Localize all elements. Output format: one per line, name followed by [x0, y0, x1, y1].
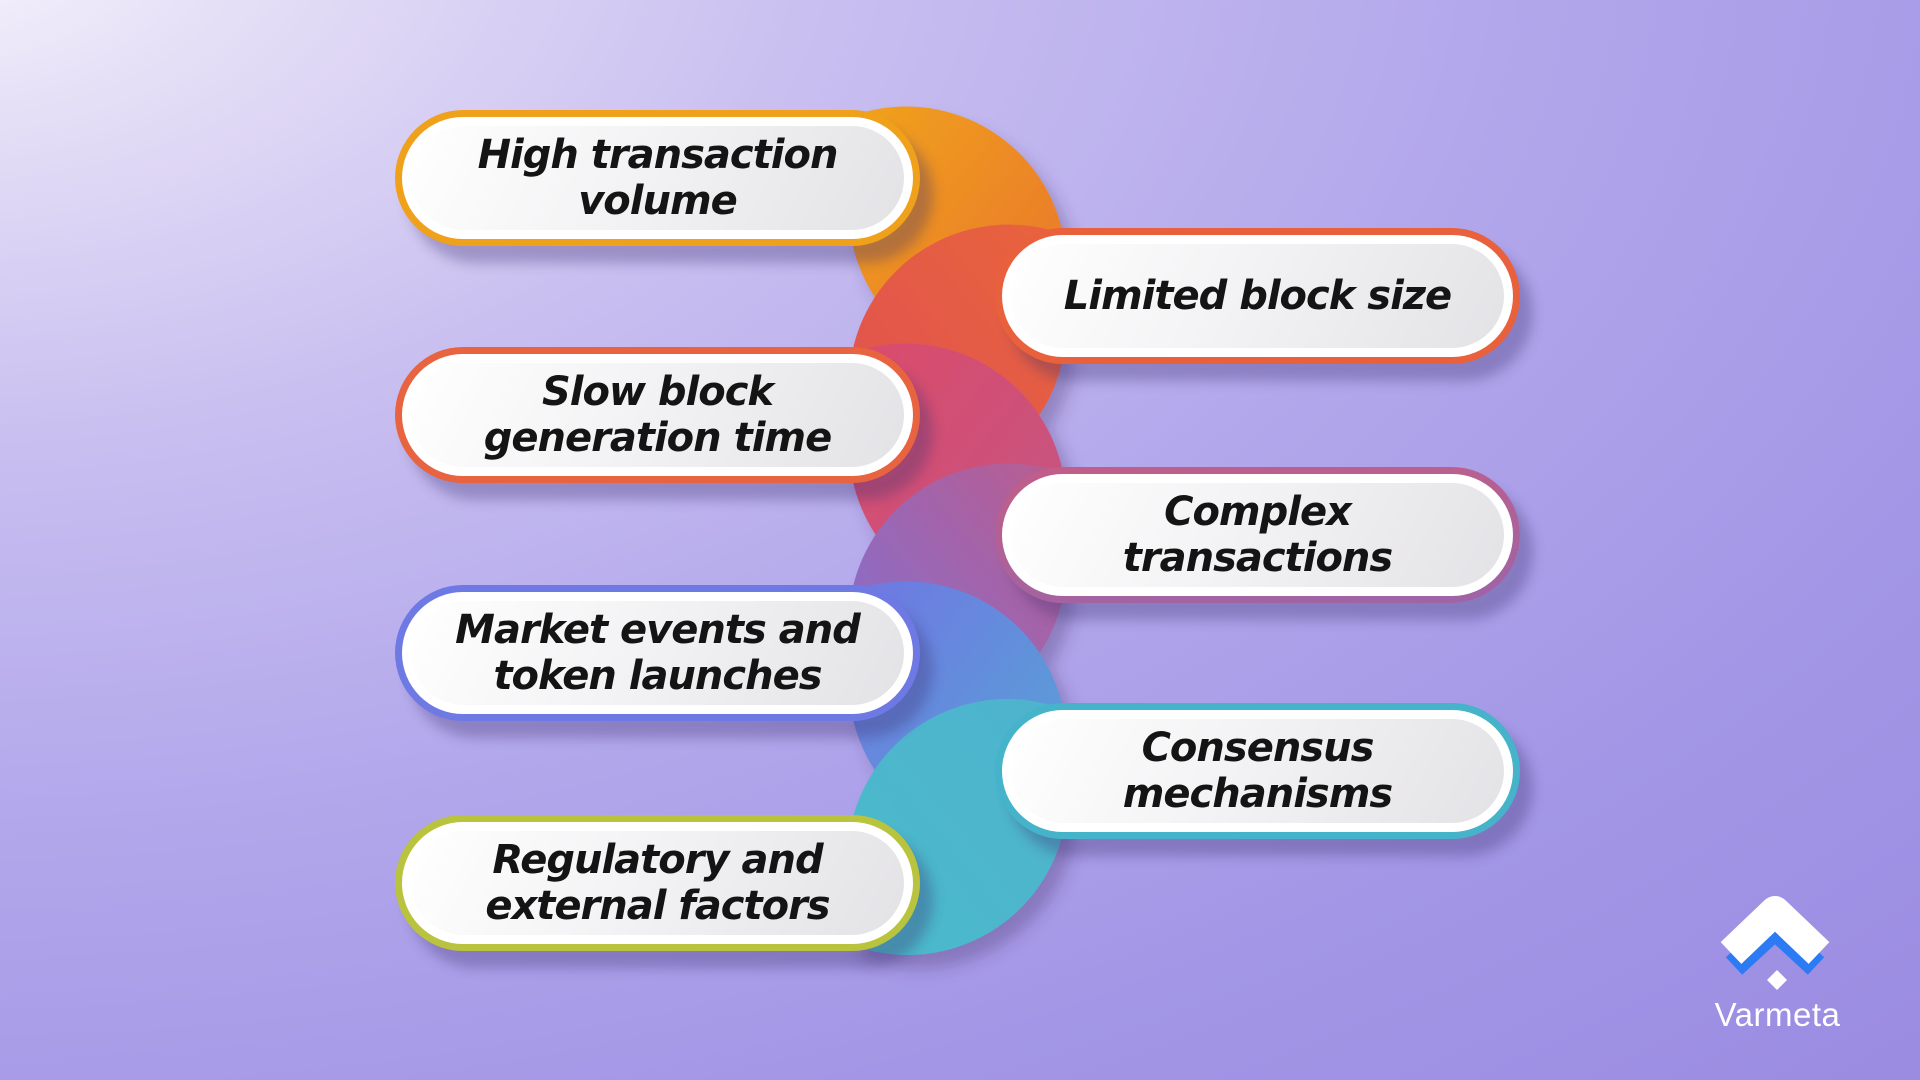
- pill-label: Complex transactions: [1122, 489, 1393, 581]
- pill-complex-transactions: Complex transactions: [995, 467, 1520, 603]
- pill-inner-ring: Market events and token launches: [402, 592, 913, 714]
- pill-consensus-mechanisms: Consensus mechanisms: [995, 703, 1520, 839]
- pill-label: Consensus mechanisms: [1122, 725, 1393, 817]
- pill-label: Slow block generation time: [483, 369, 832, 461]
- pill-label: High transaction volume: [477, 132, 839, 224]
- pill-inner-ring: Slow block generation time: [402, 354, 913, 476]
- varmeta-logo-text: Varmeta: [1714, 996, 1841, 1033]
- diamond-icon: [1767, 970, 1787, 990]
- pill-inner-ring: Regulatory and external factors: [402, 822, 913, 944]
- pill-face: Consensus mechanisms: [1011, 719, 1504, 823]
- varmeta-logo-mark: [1720, 896, 1830, 990]
- pill-regulatory-external-factors: Regulatory and external factors: [395, 815, 920, 951]
- pill-label: Market events and token launches: [455, 607, 861, 699]
- pill-limited-block-size: Limited block size: [995, 228, 1520, 364]
- pill-label: Regulatory and external factors: [485, 837, 830, 929]
- pill-inner-ring: Consensus mechanisms: [1002, 710, 1513, 832]
- pill-face: Market events and token launches: [411, 601, 904, 705]
- pill-slow-block-generation-time: Slow block generation time: [395, 347, 920, 483]
- pill-inner-ring: Complex transactions: [1002, 474, 1513, 596]
- pill-high-transaction-volume: High transaction volume: [395, 110, 920, 246]
- pill-face: Complex transactions: [1011, 483, 1504, 587]
- pill-face: Regulatory and external factors: [411, 831, 904, 935]
- varmeta-logo: Varmeta: [1690, 895, 1865, 1045]
- pill-face: High transaction volume: [411, 126, 904, 230]
- pill-face: Limited block size: [1011, 244, 1504, 348]
- chevron-up-white-icon: [1720, 896, 1830, 964]
- pill-inner-ring: High transaction volume: [402, 117, 913, 239]
- pill-market-events-token-launches: Market events and token launches: [395, 585, 920, 721]
- pill-face: Slow block generation time: [411, 363, 904, 467]
- pill-label: Limited block size: [1063, 273, 1452, 319]
- pill-inner-ring: Limited block size: [1002, 235, 1513, 357]
